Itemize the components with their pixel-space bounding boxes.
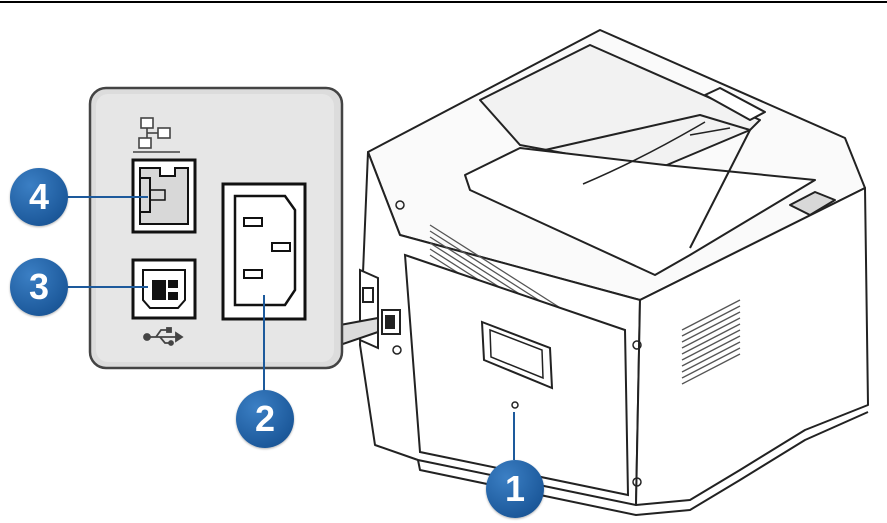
top-handle — [704, 87, 766, 121]
callout-4: 4 — [10, 168, 68, 226]
callout-3: 3 — [10, 258, 68, 316]
usb-icon — [143, 327, 184, 346]
screw-holes — [392, 200, 642, 487]
back-cover-handle — [480, 320, 554, 390]
usb-port — [131, 258, 197, 320]
callout-1: 1 — [486, 460, 544, 518]
callout-1-number: 1 — [504, 468, 526, 509]
callout-4-number: 4 — [28, 176, 50, 217]
callout-2-number: 2 — [254, 398, 276, 439]
back-cover — [403, 253, 630, 497]
output-tray — [464, 147, 816, 276]
leader-lines — [66, 196, 515, 460]
network-icon — [133, 117, 180, 153]
printer-base — [417, 411, 869, 516]
paper-stopper — [544, 114, 751, 249]
callout-2: 2 — [236, 390, 294, 448]
side-vents — [681, 299, 741, 385]
control-panel — [789, 191, 836, 216]
callout-3-number: 3 — [28, 266, 50, 307]
printer-right-side — [635, 187, 869, 506]
printer-port-area — [359, 268, 401, 350]
